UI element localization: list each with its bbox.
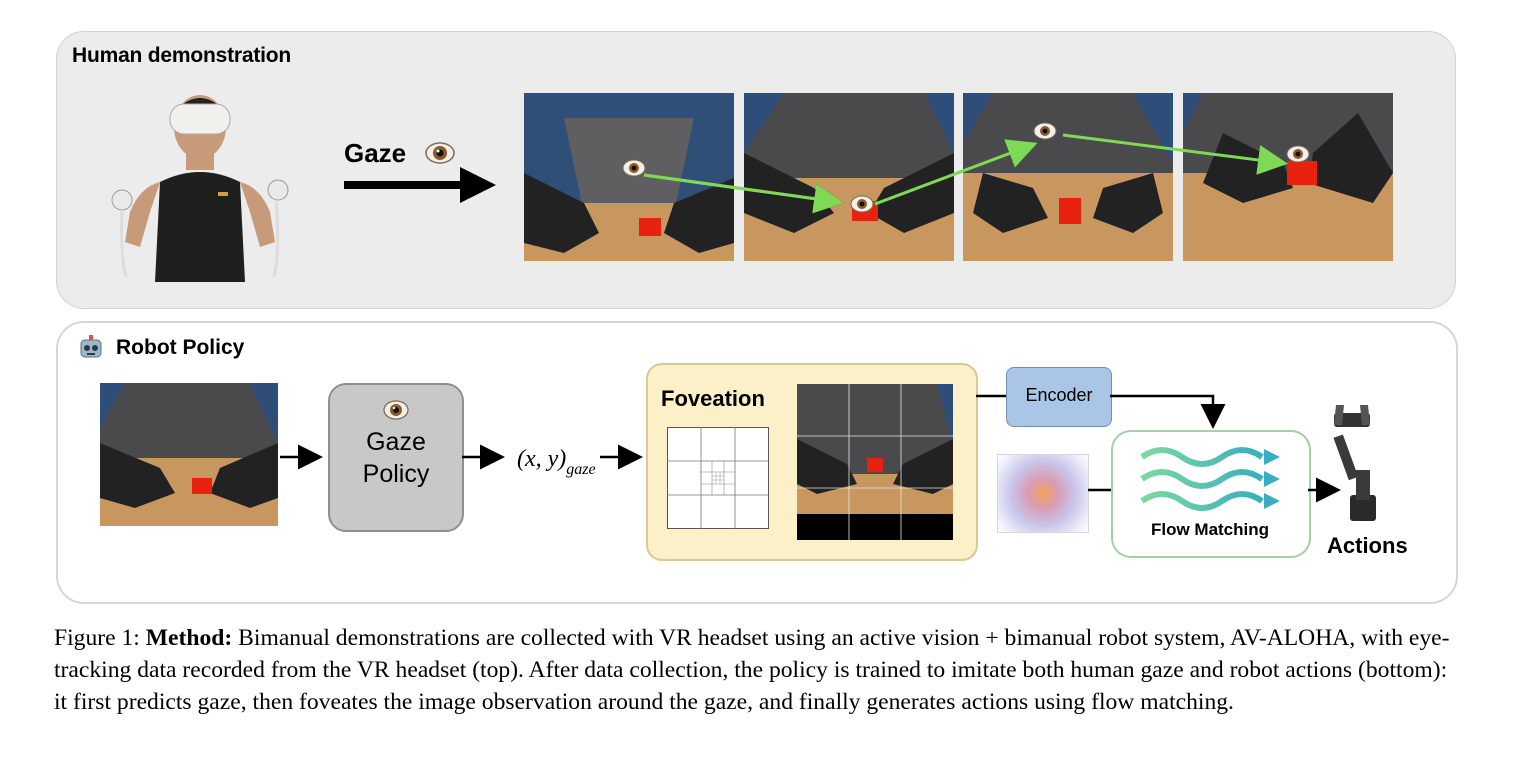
gaze-policy-line2: Policy bbox=[362, 460, 430, 488]
robot-face-icon bbox=[80, 335, 102, 358]
gaze-frame-4 bbox=[1183, 93, 1393, 261]
gaze-output-label: (x, y)gaze bbox=[517, 446, 596, 478]
robot-policy-title: Robot Policy bbox=[116, 336, 245, 359]
vr-user-photo bbox=[111, 95, 289, 282]
gaze-frame-2 bbox=[744, 93, 954, 261]
foveated-image bbox=[797, 384, 953, 540]
gaze-output-main: (x, y) bbox=[517, 446, 567, 472]
eye-icon bbox=[1286, 145, 1310, 163]
gaze-arrow bbox=[344, 167, 496, 203]
actions-label: Actions bbox=[1327, 533, 1408, 558]
flow-matching-block bbox=[1111, 430, 1311, 558]
eye-icon bbox=[1033, 122, 1057, 140]
eye-icon bbox=[383, 400, 409, 420]
foveation-title: Foveation bbox=[661, 386, 765, 411]
caption-prefix: Figure 1: bbox=[54, 625, 140, 651]
gaze-frame-1 bbox=[524, 93, 734, 261]
noise-image bbox=[997, 454, 1089, 533]
caption-text: Bimanual demonstrations are collected wi… bbox=[54, 625, 1450, 715]
gaze-frame-3 bbox=[963, 93, 1173, 261]
eye-icon bbox=[850, 195, 874, 213]
figure-caption: Figure 1: Method: Bimanual demonstration… bbox=[54, 622, 1462, 718]
gaze-policy-line1: Gaze bbox=[366, 428, 426, 456]
robot-arm-icon bbox=[1333, 405, 1376, 521]
flow-waves-icon bbox=[1140, 447, 1280, 511]
foveation-grid bbox=[667, 427, 769, 529]
encoder-label: Encoder bbox=[1025, 385, 1093, 405]
eye-icon bbox=[425, 142, 455, 164]
human-demonstration-title: Human demonstration bbox=[72, 44, 292, 67]
gaze-output-subscript: gaze bbox=[566, 461, 596, 478]
eye-icon bbox=[622, 159, 646, 177]
encoder-block bbox=[1006, 367, 1112, 427]
gaze-policy-label: Gaze Policy bbox=[330, 426, 462, 490]
flow-matching-label: Flow Matching bbox=[1150, 520, 1270, 539]
caption-bold: Method: bbox=[145, 625, 233, 651]
gaze-trajectory bbox=[622, 122, 1310, 214]
gaze-label: Gaze bbox=[344, 138, 407, 168]
observation-image bbox=[100, 383, 278, 526]
